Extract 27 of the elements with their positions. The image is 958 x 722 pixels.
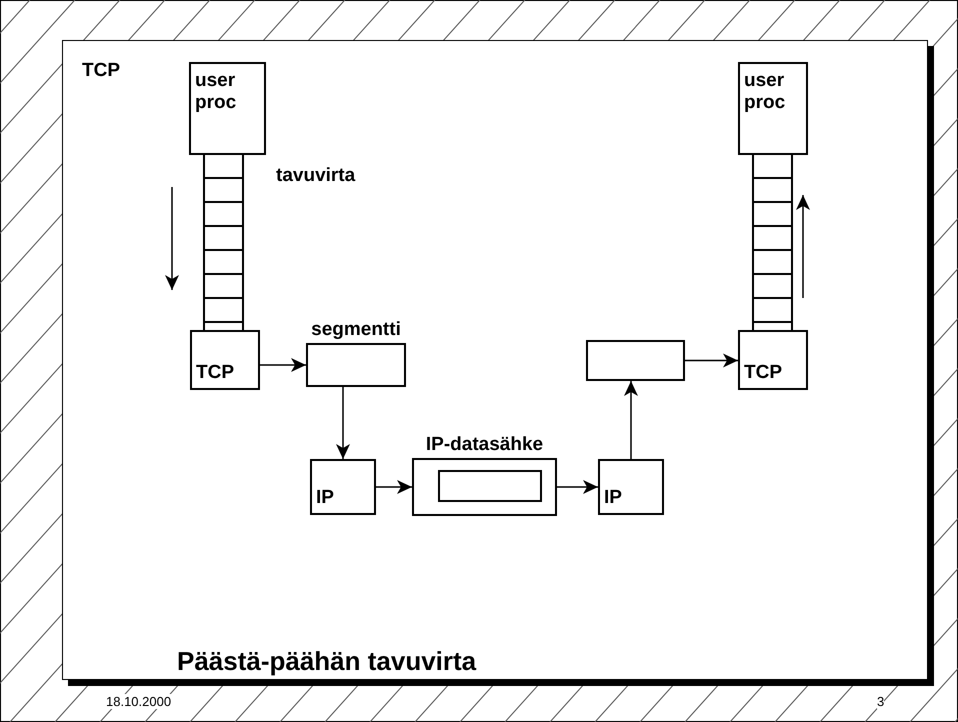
slide-title: Päästä-päähän tavuvirta — [177, 646, 476, 677]
box-label: IP — [604, 487, 622, 509]
arrow — [557, 480, 598, 494]
empty-box — [586, 340, 685, 381]
box-label: TCP — [744, 362, 782, 384]
box-label: IP — [316, 487, 334, 509]
date-label: 18.10.2000 — [106, 694, 172, 709]
process-box — [738, 330, 808, 390]
byte-stream-ladder — [752, 155, 793, 330]
box-heading: segmentti — [311, 319, 401, 341]
arrow — [260, 358, 306, 372]
box-heading: IP-datasähke — [426, 434, 544, 456]
process-box — [738, 62, 808, 155]
byte-stream-ladder — [203, 155, 244, 330]
arrow — [624, 381, 638, 459]
process-box — [598, 459, 664, 515]
box-label: user proc — [195, 70, 238, 114]
arrow — [376, 480, 412, 494]
process-box — [190, 330, 260, 390]
process-box — [189, 62, 266, 155]
arrow — [685, 354, 738, 368]
empty-box — [438, 470, 542, 502]
process-box — [310, 459, 376, 515]
box-label: user proc — [744, 70, 786, 114]
page-number: 3 — [877, 694, 884, 709]
box-label: TCP — [196, 362, 234, 384]
arrow — [336, 387, 350, 459]
